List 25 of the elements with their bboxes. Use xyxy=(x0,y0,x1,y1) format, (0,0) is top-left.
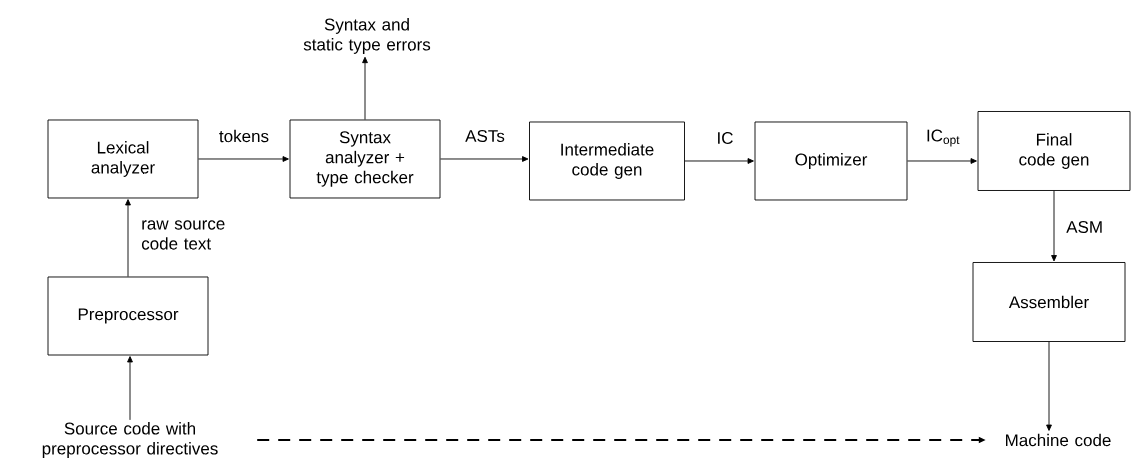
arrow xyxy=(907,158,977,164)
edge-label: ASTs xyxy=(465,130,505,142)
io-text: Source code with preprocessor directives xyxy=(42,422,218,458)
process-box: Intermediate code gen xyxy=(529,121,685,201)
process-box: Preprocessor xyxy=(47,276,209,356)
process-box: Syntax analyzer + type checker xyxy=(289,119,441,199)
arrow xyxy=(127,356,133,421)
process-box: Lexical analyzer xyxy=(47,119,199,199)
edge-label: IC xyxy=(718,132,733,144)
edge-label: tokens xyxy=(219,129,269,143)
arrow xyxy=(440,156,529,162)
process-box: Optimizer xyxy=(754,121,908,201)
edge-label: raw source code text xyxy=(141,220,225,250)
arrow xyxy=(1051,190,1057,262)
arrow xyxy=(684,158,754,164)
process-box: Assembler xyxy=(972,262,1126,342)
io-text: Machine code xyxy=(1006,433,1111,447)
io-text: Syntax and static type errors xyxy=(303,18,431,54)
process-box: Final code gen xyxy=(977,111,1131,191)
arrow xyxy=(198,156,289,162)
arrow xyxy=(362,56,368,120)
edge-label: IC$_{opt}$ xyxy=(927,129,960,147)
arrow xyxy=(125,199,131,277)
edge-label: ASM xyxy=(1066,221,1102,233)
arrow xyxy=(1046,341,1052,431)
